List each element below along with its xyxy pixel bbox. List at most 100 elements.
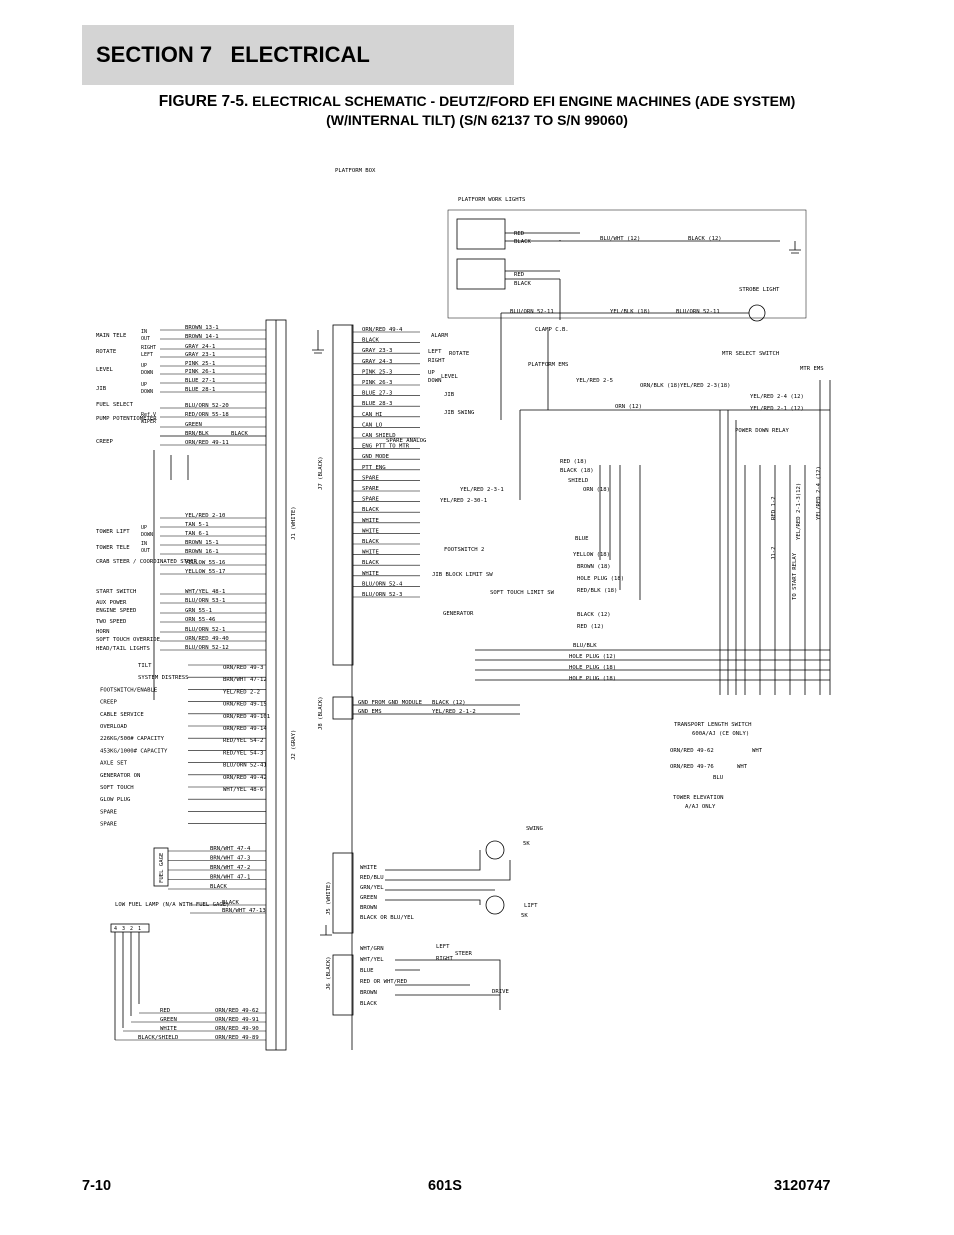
swing-val: 5K xyxy=(523,841,530,847)
mtr-ems-label: MTR EMS xyxy=(800,366,824,372)
j7-wire-label: CAN HI xyxy=(362,412,382,418)
drive-label: DRIVE xyxy=(492,989,509,995)
alarm-label: ALARM xyxy=(431,333,448,339)
j1-wire-label: WHT/YEL 48-1 xyxy=(185,589,225,595)
j7-wire-label: SPARE xyxy=(362,486,379,492)
j1-input-label: HORN xyxy=(96,629,109,635)
j1-input-out: DOWN xyxy=(141,532,153,538)
fuel-gage-label: FUEL GAGE xyxy=(159,852,165,883)
tower-elev-label: TOWER ELEVATION xyxy=(673,795,724,801)
power-down-label: POWER DOWN RELAY xyxy=(735,428,790,434)
j6-connector xyxy=(332,954,354,1016)
j2-connector-label: J2 (GRAY) xyxy=(291,730,297,760)
j1-input-label: MAIN TELE xyxy=(96,333,127,339)
bus-wire-label: HOLE PLUG (18) xyxy=(569,665,616,671)
j2-input-label: 453KG/1000# CAPACITY xyxy=(100,748,168,754)
j2-input-label: GLOW PLUG xyxy=(100,797,131,803)
to-start-relay-label: TO START RELAY xyxy=(792,552,798,600)
transport-wire-label: BLU xyxy=(713,775,723,781)
analyzer-pin-label: 4 xyxy=(114,926,117,932)
j1-input-label: TOWER LIFT xyxy=(96,529,130,535)
j1-input-in: UP xyxy=(141,525,147,531)
j1-input-label: LEVEL xyxy=(96,367,113,373)
bus-wire-label: HOLE PLUG (12) xyxy=(569,654,616,660)
j1-wire-label: BLACK xyxy=(231,431,248,437)
j7-wire-label: ENG PTT TO MTR xyxy=(362,444,410,450)
j2-input-label: GENERATOR ON xyxy=(100,773,140,779)
figure-title: FIGURE 7-5. ELECTRICAL SCHEMATIC - DEUTZ… xyxy=(60,92,894,130)
analyzer-wire-label: WHITE xyxy=(160,1026,177,1032)
wire-blu-orn2-label: BLU/ORN 52-11 xyxy=(676,309,720,315)
j1-wire-label: BRN/BLK xyxy=(185,431,209,437)
j1-input-label: PUMP POTENTIOMETER xyxy=(96,416,157,422)
wire-blu-wht-label: BLU/WHT (12) xyxy=(600,236,640,242)
lift-label: LIFT xyxy=(524,903,538,909)
bus-wire-label: YEL/RED 2-30-1 xyxy=(440,498,487,504)
j6-wire-label: WHT/YEL xyxy=(360,957,384,963)
j7-connector-label: J7 (BLACK) xyxy=(318,456,324,490)
j2-wire-label: ORN/RED 49-101 xyxy=(223,714,270,720)
analyzer-wire-label: BLACK/SHIELD xyxy=(138,1035,179,1041)
left-label: LEFT xyxy=(428,349,442,355)
j6-wire-label: WHT/GRN xyxy=(360,946,384,952)
j1-input-in: IN xyxy=(141,541,147,547)
j1-wire-label: GRAY 24-1 xyxy=(185,344,215,350)
j2-wire-label: WHT/YEL 48-6 xyxy=(223,787,263,793)
jib-label: JIB xyxy=(444,392,455,398)
j7-wire-label: BLACK xyxy=(362,507,379,513)
fuel-gage-wire-label: BRN/WHT 47-2 xyxy=(210,865,250,871)
yel-red-2-3-label: YEL/RED 2-3(18) xyxy=(680,383,731,389)
j7-wire-label: BLU/ORN 52-4 xyxy=(362,581,403,587)
section-title: SECTION 7 ELECTRICAL xyxy=(96,42,370,67)
j1-wire-label: YELLOW 55-17 xyxy=(185,569,225,575)
fuel-gage-wire-label: BRN/WHT 47-1 xyxy=(210,875,250,881)
j6-wire-label: RED OR WHT/RED xyxy=(360,979,408,985)
j1-input-label: TWO SPEED xyxy=(96,619,127,625)
j7-wire-label: ORN/RED 49-4 xyxy=(362,327,403,333)
j1-input-out: OUT xyxy=(141,336,150,342)
j2-wire-label: RED/YEL 54-2 xyxy=(223,738,263,744)
j2-wire-label: RED/YEL 54-3 xyxy=(223,750,263,756)
j1-input-label: SOFT TOUCH OVERRIDE xyxy=(96,637,161,643)
j7-wire-label: WHITE xyxy=(362,571,379,577)
j6-connector-label: J6 (BLACK) xyxy=(326,956,332,990)
j8-connector-label: J8 (BLACK) xyxy=(318,696,324,730)
j1-2-label: J1-2 xyxy=(771,547,777,560)
work-light-1 xyxy=(456,218,506,250)
jib-limit-label: JIB BLOCK LIMIT SW xyxy=(432,572,493,578)
figure-label: FIGURE 7-5. xyxy=(158,93,249,110)
figure-title-line1: FIGURE 7-5. ELECTRICAL SCHEMATIC - DEUTZ… xyxy=(60,92,894,111)
j7-wire-label: BLUE 28-3 xyxy=(362,401,392,407)
right-label: RIGHT xyxy=(428,358,445,364)
j7-wire-label: PINK 26-3 xyxy=(362,380,392,386)
j1-wire-label: BLUE 28-1 xyxy=(185,387,215,393)
bus-wire-label: BROWN (18) xyxy=(577,564,611,570)
j1-input-out: DOWN xyxy=(141,370,153,376)
orn-blk-label: ORN/BLK (18) xyxy=(640,383,680,389)
analyzer-code-label: ORN/RED 49-90 xyxy=(215,1026,259,1032)
low-fuel-wire-label: BRN/WHT 47-13 xyxy=(222,908,266,914)
j1-wire-label: BLU/ORN 53-1 xyxy=(185,598,225,604)
j2-wire-label: BLU/ORN 52-41 xyxy=(223,763,267,769)
j5-wire-label: GREEN xyxy=(360,895,377,901)
analyzer-pin-label: 1 xyxy=(138,926,141,932)
j1-input-label: START SWITCH xyxy=(96,589,136,595)
j1-wire-label: PINK 26-1 xyxy=(185,369,215,375)
swing-label: SWING xyxy=(526,826,543,832)
j8-wire-label: GND EMS xyxy=(358,709,382,715)
j7-wire-label: CAN LO xyxy=(362,422,383,428)
j7-wire-label: BLU/ORN 52-3 xyxy=(362,592,402,598)
strobe-light-symbol xyxy=(748,304,766,322)
j1-wire-label: YELLOW 55-16 xyxy=(185,560,225,566)
j1-wire-label: YEL/RED 2-10 xyxy=(185,513,225,519)
j6-wire-label: BLUE xyxy=(360,968,374,974)
jib-swing-label: JIB SWING xyxy=(444,410,475,416)
j1-input-out: LEFT xyxy=(141,352,153,358)
j1-input-in: IN xyxy=(141,329,147,335)
j1-wire-label: BLU/ORN 52-20 xyxy=(185,403,229,409)
transport-wire-label: WHT xyxy=(752,748,763,754)
j2-input-label: CABLE SERVICE xyxy=(100,712,144,718)
j2-wire-label: BRN/WHT 47-12 xyxy=(223,677,267,683)
j2-input-label: 226KG/500# CAPACITY xyxy=(100,736,165,742)
j7-wire-label: GND MODE xyxy=(362,454,390,460)
